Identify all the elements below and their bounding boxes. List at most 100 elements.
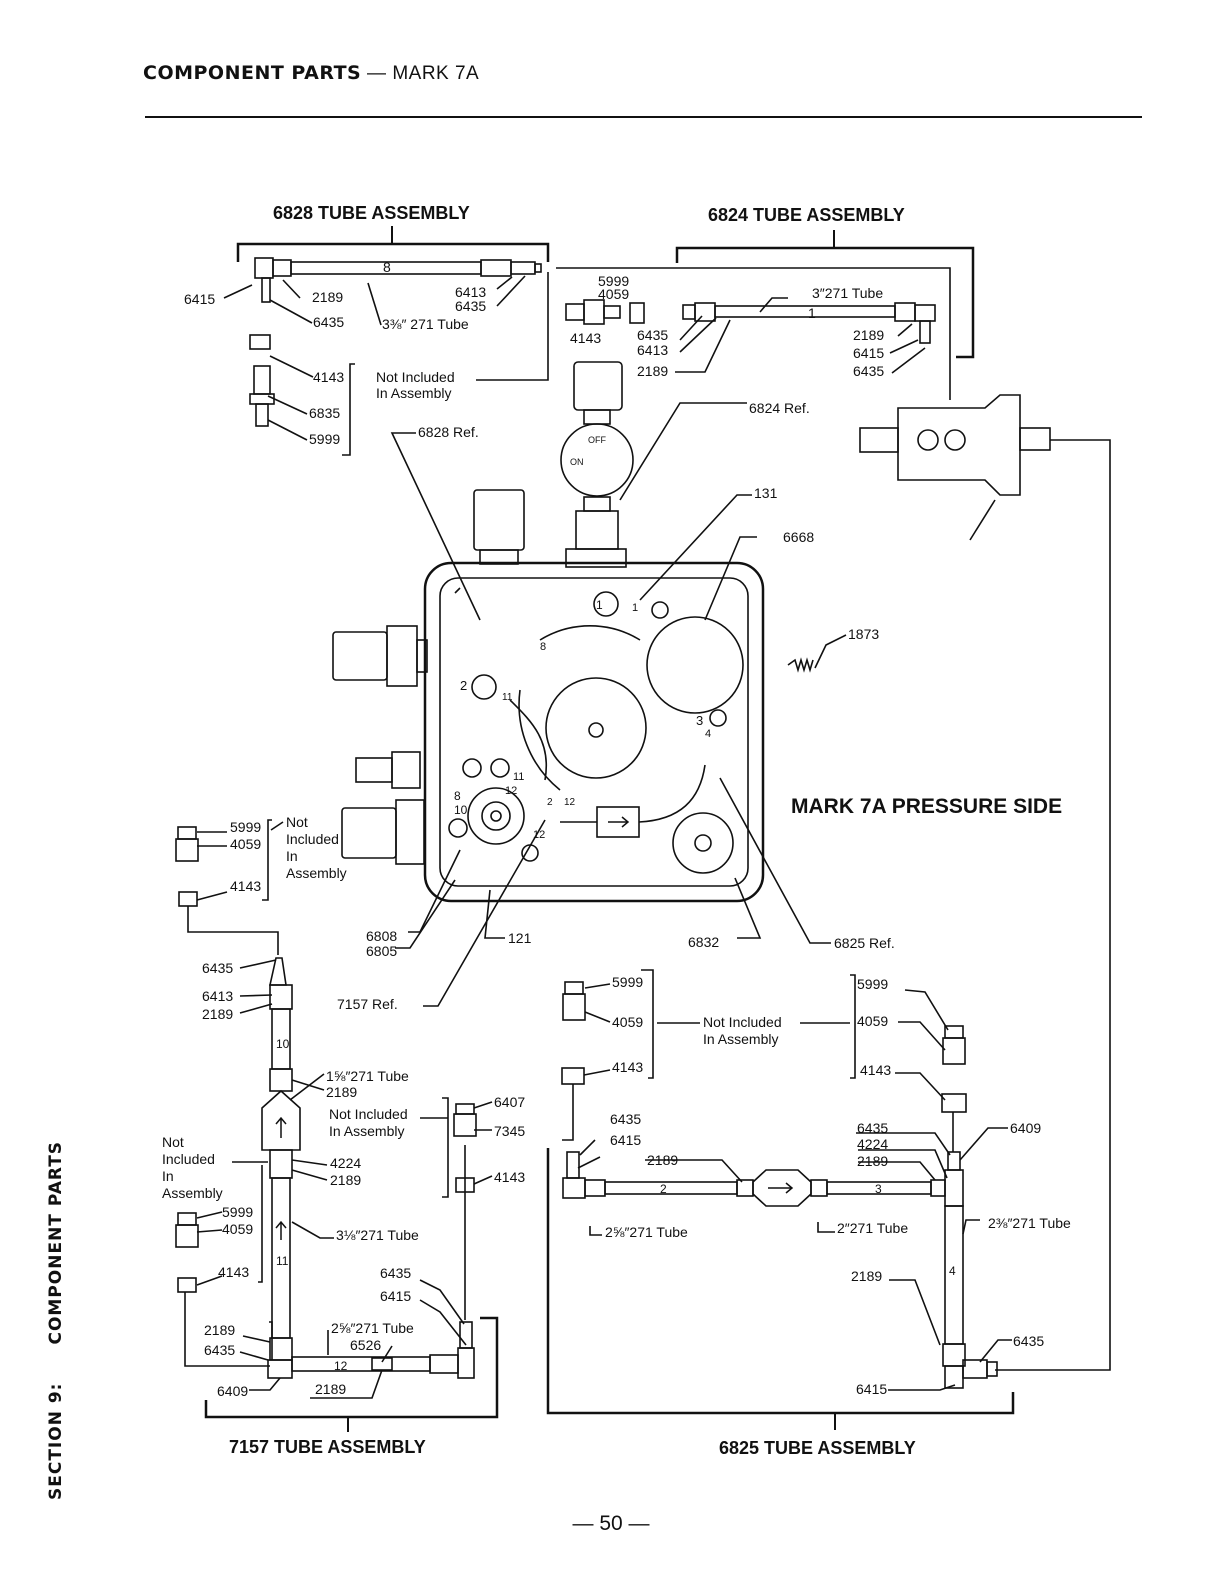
label-6409-a: 6409 [217,1383,248,1399]
label-4059-f: 4059 [857,1013,888,1029]
title-6825: 6825 TUBE ASSEMBLY [719,1438,916,1458]
page-number: — 50 — [572,1512,650,1535]
label-5999-d: 5999 [222,1204,253,1220]
label-2189-c: 2189 [853,327,884,343]
header-model: MARK 7A [392,63,480,84]
label-pos-1: 1 [596,598,603,612]
spring-1873 [787,657,814,673]
label-2189-k: 2189 [851,1268,882,1284]
label-1-a: 1 [808,305,816,321]
label-6825-ref: 6825 Ref. [834,935,895,951]
label-included-b: Included [162,1151,215,1167]
parts-left-low [175,1161,270,1367]
parts-6824 [565,299,936,344]
label-2189-f: 2189 [330,1172,361,1188]
label-2189-g: 2189 [204,1322,235,1338]
label-6413-c: 6413 [202,988,233,1004]
label-in-assembly-b: In Assembly [329,1123,404,1139]
label-2189-e: 2189 [326,1084,357,1100]
label-6435-h: 6435 [610,1111,641,1127]
tube-6825 [562,1151,998,1389]
label-pos-4: 4 [705,728,711,740]
label-not-b: Not [162,1134,184,1150]
label-3-a: 3 [875,1182,882,1196]
pump-body [423,561,765,903]
label-8-a: 8 [383,259,391,275]
label-5999-f: 5999 [857,976,888,992]
label-tube-3: 3″271 Tube [812,285,883,301]
label-4224-a: 4224 [330,1155,361,1171]
knob-left [332,625,428,687]
label-tube-2: 2″271 Tube [837,1220,908,1236]
label-6435-g: 6435 [204,1342,235,1358]
label-pos-2: 2 [460,678,467,693]
label-pos-12-b: 12 [533,829,545,841]
knob-left-lower [341,799,425,865]
label-tube-3-1-8: 3⅛″271 Tube [336,1227,419,1243]
label-7157-ref: 7157 Ref. [337,996,398,1012]
parts-left-top [249,272,549,456]
label-4059-e: 4059 [612,1014,643,1030]
label-11-a: 11 [276,1254,289,1268]
label-6435-a: 6435 [313,314,344,330]
header-rule [145,116,1142,118]
label-4224-b: 4224 [857,1136,888,1152]
label-6413-a: 6413 [455,284,486,300]
label-tube-2-5-8-a: 2⅝″271 Tube [331,1320,414,1336]
label-6668: 6668 [783,529,814,545]
label-4143-e: 4143 [218,1264,249,1280]
label-5999-b: 5999 [598,273,629,289]
parts-left-mid [175,819,279,955]
regulator [859,394,1111,1371]
label-6409-b: 6409 [1010,1120,1041,1136]
label-6415-b: 6415 [853,345,884,361]
parts-6407 [442,1097,477,1320]
label-6435-b: 6435 [455,298,486,314]
label-pos-11: 11 [513,771,524,783]
label-2189-h: 2189 [315,1381,346,1397]
main-title: MARK 7A PRESSURE SIDE [791,795,1063,818]
label-1873: 1873 [848,626,879,642]
title-6828: 6828 TUBE ASSEMBLY [273,203,470,223]
label-pos-8: 8 [454,789,461,803]
label-6835: 6835 [309,405,340,421]
label-6415-d: 6415 [610,1132,641,1148]
label-4143-a: 4143 [313,369,344,385]
label-5999-e: 5999 [612,974,643,990]
bracket-6824 [556,230,975,400]
label-tube-1-5-8: 1⅝″271 Tube [326,1068,409,1084]
label-6435-e: 6435 [202,960,233,976]
label-off: OFF [588,435,606,445]
label-not-included-c: Not Included [703,1014,782,1030]
label-tube-3-3-8: 3⅜″ 271 Tube [382,316,469,332]
label-6435-c: 6435 [637,327,668,343]
label-4143-g: 4143 [860,1062,891,1078]
label-not-a: Not [286,814,308,830]
label-6828-ref: 6828 Ref. [418,424,479,440]
label-6435-f: 6435 [380,1265,411,1281]
label-pos-10: 10 [454,803,468,817]
label-2189-d: 2189 [202,1006,233,1022]
tube-6828 [254,257,542,303]
label-2-a: 2 [660,1182,667,1196]
label-6435-i: 6435 [857,1120,888,1136]
label-6435-d: 6435 [853,363,884,379]
label-6805: 6805 [366,943,397,959]
bracket-7157 [204,1316,499,1419]
label-in-b: In [162,1168,174,1184]
valve-top [560,361,634,568]
knob-top [473,489,525,565]
header-dash: — [367,63,387,84]
label-pos-8-b: 8 [540,641,546,653]
label-in-assembly-a: In Assembly [376,385,451,401]
label-pos-12-a: 12 [505,785,517,797]
label-6832: 6832 [688,934,719,950]
label-5999-a: 5999 [309,431,340,447]
label-6435-j: 6435 [1013,1333,1044,1349]
title-6824: 6824 TUBE ASSEMBLY [708,205,905,225]
label-4-a: 4 [949,1264,956,1278]
label-6407: 6407 [494,1094,525,1110]
label-2189-j: 2189 [857,1153,888,1169]
label-tube-2-3-8: 2⅜″271 Tube [988,1215,1071,1231]
label-tube-2-5-8-b: 2⅝″271 Tube [605,1224,688,1240]
